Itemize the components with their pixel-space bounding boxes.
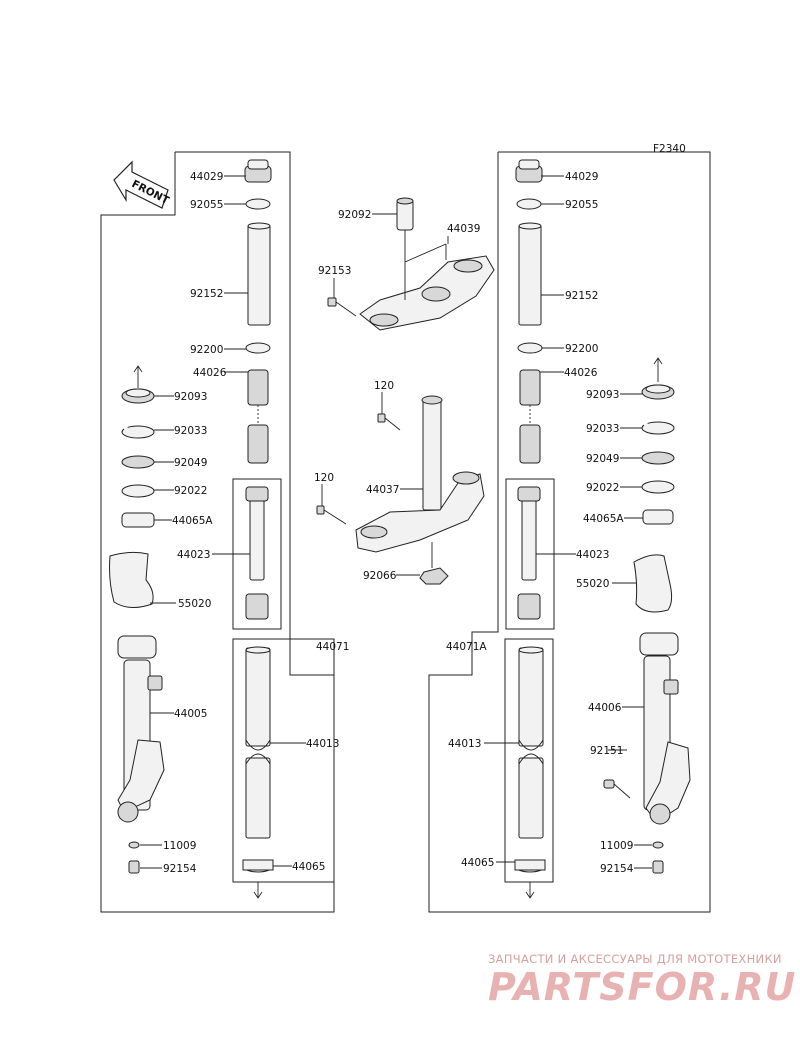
label-left-guide: 44065A bbox=[172, 515, 213, 527]
label-right-oring: 92055 bbox=[565, 199, 598, 211]
label-left-outer-tube: 44005 bbox=[174, 708, 207, 720]
label-right-bolt-drain: 11009 bbox=[600, 840, 633, 852]
label-left-bushing: 44065 bbox=[292, 861, 325, 873]
label-right-bolt-caliper: 92151 bbox=[590, 745, 623, 757]
label-right-cover: 55020 bbox=[576, 578, 609, 590]
center-leaders bbox=[321, 213, 449, 576]
left-parts bbox=[109, 159, 274, 899]
label-bolt-upper: 92153 bbox=[318, 265, 351, 277]
label-collar: 92092 bbox=[338, 209, 371, 221]
left-fork-frame bbox=[100, 151, 335, 913]
label-bolt-lower: 120 bbox=[314, 472, 334, 484]
label-right-washer: 92200 bbox=[565, 343, 598, 355]
label-left-cover: 55020 bbox=[178, 598, 211, 610]
center-label-group: 92092 44039 92153 120 44037 120 92066 bbox=[314, 209, 480, 582]
label-right-inner-tube: 44013 bbox=[448, 738, 481, 750]
center-parts bbox=[316, 197, 495, 585]
watermark-logo: PARTSFOR.RU bbox=[488, 965, 797, 1009]
label-left-seal: 92093 bbox=[174, 391, 207, 403]
label-left-cap: 44029 bbox=[190, 171, 223, 183]
label-left-spring: 44026 bbox=[193, 367, 227, 379]
label-right-oil-seal: 92049 bbox=[586, 453, 619, 465]
label-stem: 44037 bbox=[366, 484, 399, 496]
label-left-pipe: 92152 bbox=[190, 288, 223, 300]
label-right-ring: 92033 bbox=[586, 423, 619, 435]
label-right-seal: 92093 bbox=[586, 389, 619, 401]
label-right-bolt-axle: 92154 bbox=[600, 863, 634, 875]
label-right-washer2: 92022 bbox=[586, 482, 619, 494]
label-left-oring: 92055 bbox=[190, 199, 223, 211]
label-left-inner-tube: 44013 bbox=[306, 738, 339, 750]
label-upper-bracket: 44039 bbox=[447, 223, 480, 235]
label-right-guide: 44065A bbox=[583, 513, 624, 525]
label-right-bushing: 44065 bbox=[461, 857, 494, 869]
label-left-cylinder: 44023 bbox=[177, 549, 210, 561]
right-leaders bbox=[471, 175, 652, 869]
label-bolt-stem: 120 bbox=[374, 380, 394, 392]
left-inner-tube-frame bbox=[232, 638, 335, 883]
label-right-fork-assy: 44071A bbox=[446, 641, 487, 653]
front-arrow-icon: FRONT bbox=[113, 160, 172, 209]
label-left-washer: 92200 bbox=[190, 344, 223, 356]
right-parts bbox=[514, 159, 691, 899]
watermark-tagline: ЗАПЧАСТИ И АКСЕССУАРЫ ДЛЯ МОТОТЕХНИКИ bbox=[488, 952, 782, 966]
label-right-pipe: 92152 bbox=[565, 290, 598, 302]
label-left-washer2: 92022 bbox=[174, 485, 207, 497]
left-label-group: 44029 92055 92152 92200 44026 92093 9203… bbox=[163, 171, 349, 875]
right-fork-frame bbox=[428, 151, 711, 913]
label-left-bolt-axle: 92154 bbox=[163, 863, 197, 875]
label-left-ring: 92033 bbox=[174, 425, 207, 437]
label-nut: 92066 bbox=[363, 570, 397, 582]
label-right-cap: 44029 bbox=[565, 171, 598, 183]
right-label-group: 44029 92055 92152 92200 44026 92093 9203… bbox=[446, 171, 634, 875]
label-left-oil-seal: 92049 bbox=[174, 457, 207, 469]
right-inner-tube-frame bbox=[504, 638, 554, 883]
label-right-outer-tube: 44006 bbox=[588, 702, 622, 714]
label-left-bolt-drain: 11009 bbox=[163, 840, 196, 852]
left-leaders bbox=[140, 175, 335, 869]
figure-code: F2340 bbox=[653, 143, 686, 155]
label-right-cylinder: 44023 bbox=[576, 549, 609, 561]
label-right-spring: 44026 bbox=[564, 367, 598, 379]
label-left-fork-assy: 44071 bbox=[316, 641, 349, 653]
